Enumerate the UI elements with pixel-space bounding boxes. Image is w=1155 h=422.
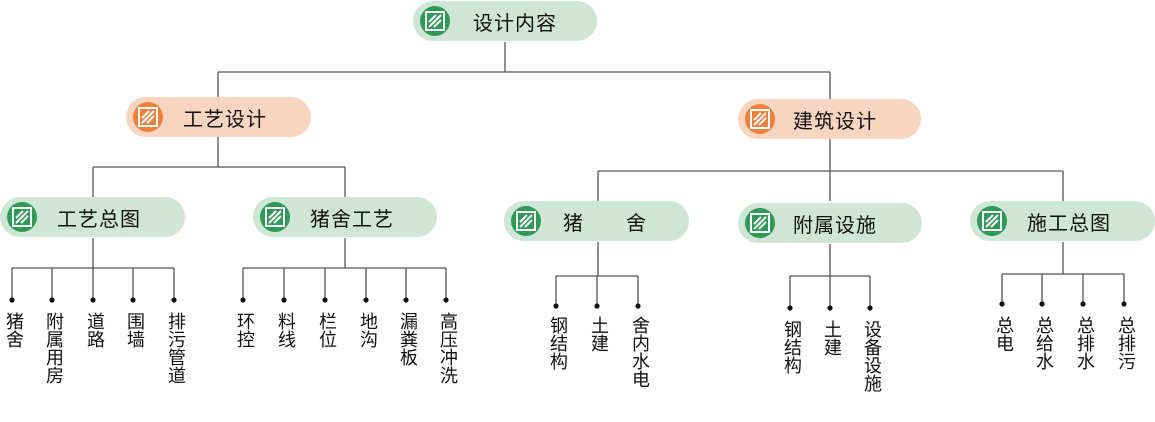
leaf-item: 漏粪板 [397, 312, 418, 366]
leaf-item: 附属用房 [43, 312, 64, 384]
diagonal-stripe-icon [745, 104, 775, 134]
group-node-process-site-plan: 工艺总图 [0, 197, 185, 237]
leaf-item: 钢结构 [547, 316, 568, 370]
leaf-item: 环控 [234, 312, 255, 348]
group-node-pig-house: 猪 舍 [504, 201, 689, 241]
leaf-item: 猪舍 [3, 312, 24, 348]
leaf-item: 总给水 [1033, 316, 1054, 370]
leaf-item: 料线 [275, 312, 296, 348]
diagonal-stripe-icon [133, 102, 163, 132]
group-label: 施工总图 [1027, 210, 1111, 235]
leaf-item: 总电 [993, 316, 1014, 352]
root-node: 设计内容 [413, 1, 597, 41]
leaf-item: 土建 [821, 320, 842, 356]
branch-label: 建筑设计 [793, 108, 877, 133]
group-label: 猪舍工艺 [310, 206, 394, 231]
group-label: 附属设施 [793, 212, 877, 237]
leaf-item: 土建 [588, 316, 609, 352]
leaf-item: 高压冲洗 [437, 312, 458, 384]
diagonal-stripe-icon [511, 206, 541, 236]
diagonal-stripe-icon [7, 202, 37, 232]
diagonal-stripe-icon [745, 208, 775, 238]
leaf-item: 地沟 [357, 312, 378, 348]
branch-node-process-design: 工艺设计 [126, 97, 311, 137]
diagonal-stripe-icon [260, 202, 290, 232]
group-label: 工艺总图 [57, 206, 141, 231]
leaf-item: 道路 [84, 312, 105, 348]
leaf-item: 围墙 [124, 312, 145, 348]
leaf-item: 栏位 [316, 312, 337, 348]
branch-node-architecture-design: 建筑设计 [738, 99, 921, 139]
group-node-pig-house-process: 猪舍工艺 [253, 197, 437, 237]
branch-label: 工艺设计 [183, 106, 267, 131]
leaf-item: 排污管道 [165, 312, 186, 384]
group-label: 猪 舍 [563, 210, 647, 235]
group-node-construction-site-plan: 施工总图 [970, 201, 1155, 241]
leaf-item: 舍内水电 [629, 316, 650, 388]
diagonal-stripe-icon [977, 206, 1007, 236]
root-label: 设计内容 [473, 10, 557, 35]
leaf-item: 设备设施 [861, 320, 882, 392]
group-node-ancillary-facilities: 附属设施 [738, 203, 922, 243]
leaf-item: 钢结构 [781, 320, 802, 374]
leaf-item: 总排污 [1115, 316, 1136, 370]
leaf-item: 总排水 [1074, 316, 1095, 370]
diagonal-stripe-icon [420, 6, 450, 36]
